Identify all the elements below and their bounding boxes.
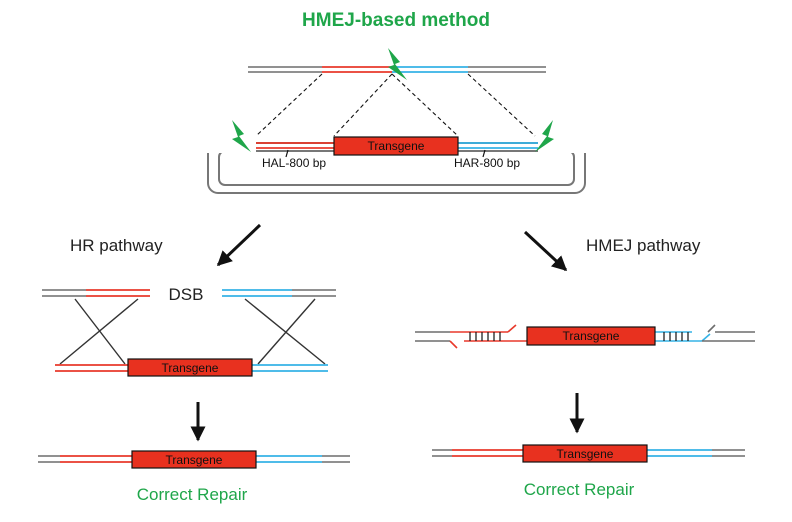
lightning-bolt-icon <box>535 120 554 152</box>
transgene-box-hr-result <box>131 450 257 469</box>
hr-pathway-label: HR pathway <box>70 236 163 255</box>
correct-repair-label-hr: Correct Repair <box>137 485 248 504</box>
dsb-label: DSB <box>169 285 204 304</box>
hr-donor <box>55 364 328 372</box>
transgene-box-hr-donor <box>127 358 253 377</box>
hmej-repaired-genome <box>432 449 745 457</box>
correct-repair-label-hmej: Correct Repair <box>524 480 635 499</box>
donor-plasmid <box>204 139 588 194</box>
transgene-label-hmej-intermediate: Transgene <box>563 329 620 343</box>
transgene-box-hmej-intermediate <box>526 326 656 346</box>
har-label: HAR-800 bp <box>454 156 520 170</box>
transgene-label-plasmid: Transgene <box>368 139 425 153</box>
hal-label: HAL-800 bp <box>262 156 326 170</box>
transgene-label-hr-result: Transgene <box>166 453 223 467</box>
arrow-icon <box>523 230 568 272</box>
hr-crossover-lines <box>59 298 326 365</box>
transgene-label-hr-donor: Transgene <box>162 361 219 375</box>
target-genome <box>248 66 546 73</box>
homology-guides <box>255 73 536 137</box>
lightning-bolt-icon <box>232 120 251 152</box>
diagram-title: HMEJ-based method <box>302 10 490 31</box>
transgene-box-hmej-result <box>522 444 648 463</box>
transgene-label-hmej-result: Transgene <box>557 447 614 461</box>
hr-repaired-genome <box>38 455 350 463</box>
lightning-bolt-icon <box>388 48 407 80</box>
transgene-box-plasmid <box>333 136 459 156</box>
hr-broken-genome <box>42 289 336 297</box>
arrow-icon <box>216 223 262 267</box>
hmej-intermediate <box>415 324 755 349</box>
hmej-pathway-label: HMEJ pathway <box>586 236 701 255</box>
